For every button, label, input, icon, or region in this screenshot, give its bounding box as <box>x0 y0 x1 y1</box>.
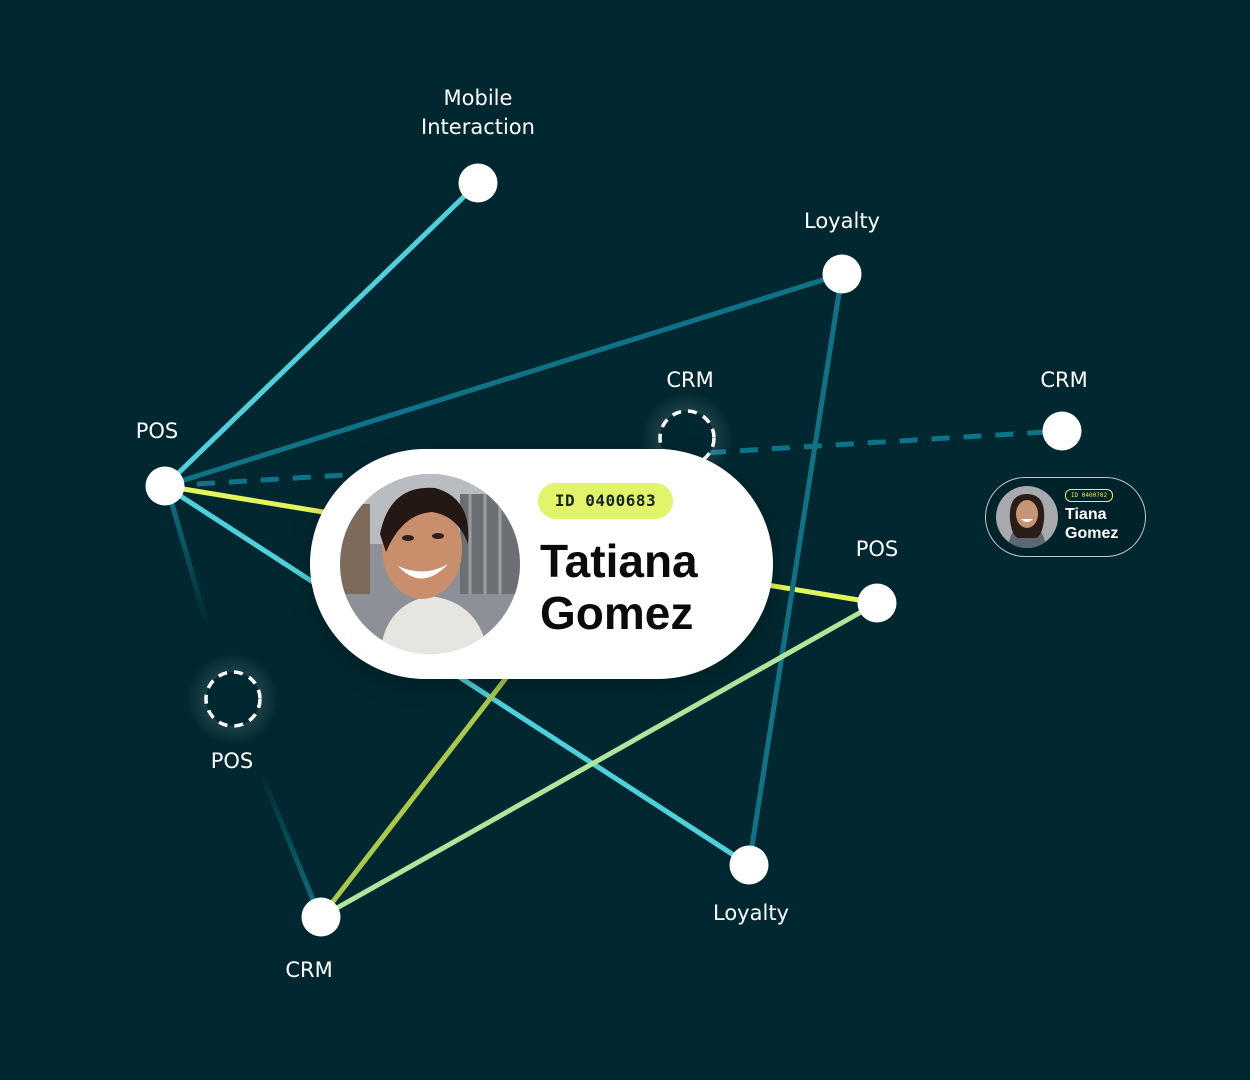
label-pos-dashed: POS <box>210 749 254 773</box>
profile-avatar <box>340 474 520 654</box>
secondary-profile-id-badge: ID 0400702 <box>1065 489 1113 502</box>
node-pos-left[interactable] <box>145 466 185 506</box>
secondary-profile-avatar <box>996 486 1058 548</box>
edge-loyalty-top-to-loyalty-bottom <box>746 273 845 866</box>
profile-id-badge: ID 0400683 <box>538 483 673 519</box>
label-crm-bottom: CRM <box>285 958 333 982</box>
edge-crm-bottom-fade-up <box>259 774 321 913</box>
node-pos-right[interactable] <box>857 583 897 623</box>
node-crm-bottom[interactable] <box>301 897 341 937</box>
label-pos-left: POS <box>135 419 179 443</box>
edge-pos-left-to-mobile <box>163 181 480 488</box>
pos-placeholder-node <box>204 670 262 728</box>
label-mobile-interaction: Mobile Interaction <box>421 86 535 139</box>
node-loyalty-bottom[interactable] <box>729 845 769 885</box>
label-pos-right: POS <box>855 537 899 561</box>
edge-pos-left-fade-down <box>165 489 210 626</box>
label-loyalty-top: Loyalty <box>804 209 880 233</box>
node-mobile-interaction[interactable] <box>458 163 498 203</box>
edge-crm-bottom-to-pos-right <box>319 600 879 920</box>
secondary-profile-name: Tiana Gomez <box>1065 506 1119 542</box>
node-loyalty-top[interactable] <box>822 254 862 294</box>
main-profile-card[interactable]: ID 0400683 Tatiana Gomez <box>310 449 773 679</box>
profile-name: Tatiana Gomez <box>540 535 698 639</box>
node-crm-right[interactable] <box>1042 411 1082 451</box>
label-crm-dashed: CRM <box>666 368 714 392</box>
label-crm-right: CRM <box>1040 368 1088 392</box>
label-loyalty-bottom: Loyalty <box>713 901 789 925</box>
edge-crm-bottom-to-main-profile <box>319 658 522 919</box>
secondary-profile-card[interactable]: ID 0400702 Tiana Gomez <box>985 477 1146 557</box>
edge-pos-left-to-loyalty-top <box>164 271 843 489</box>
